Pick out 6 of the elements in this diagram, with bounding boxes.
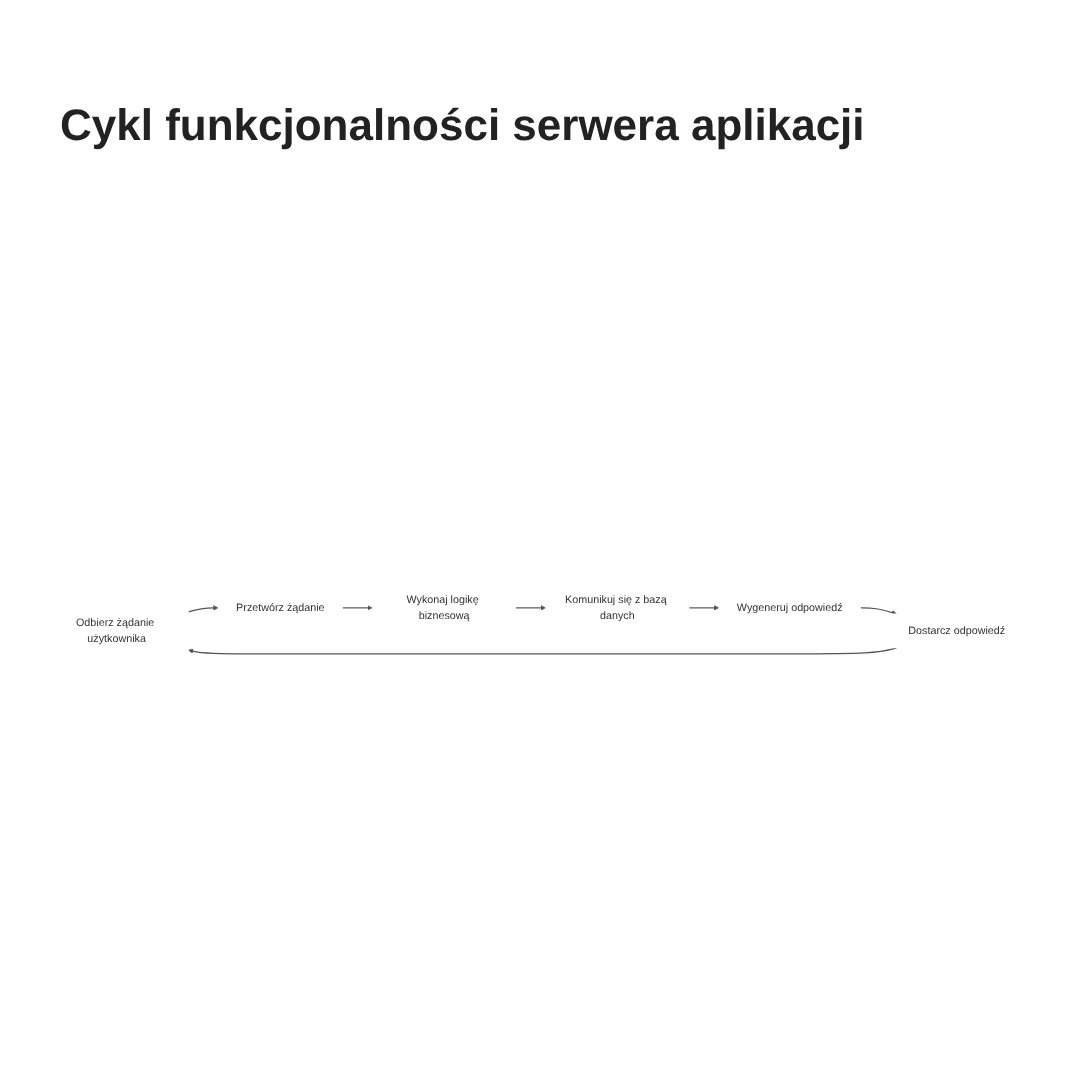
arrow bbox=[187, 605, 219, 614]
arrow bbox=[515, 605, 546, 612]
diagram-title: Cykl funkcjonalności serwera aplikacji bbox=[60, 100, 865, 152]
arrow bbox=[859, 607, 897, 616]
arrow bbox=[341, 605, 373, 612]
arrow bbox=[688, 605, 720, 612]
